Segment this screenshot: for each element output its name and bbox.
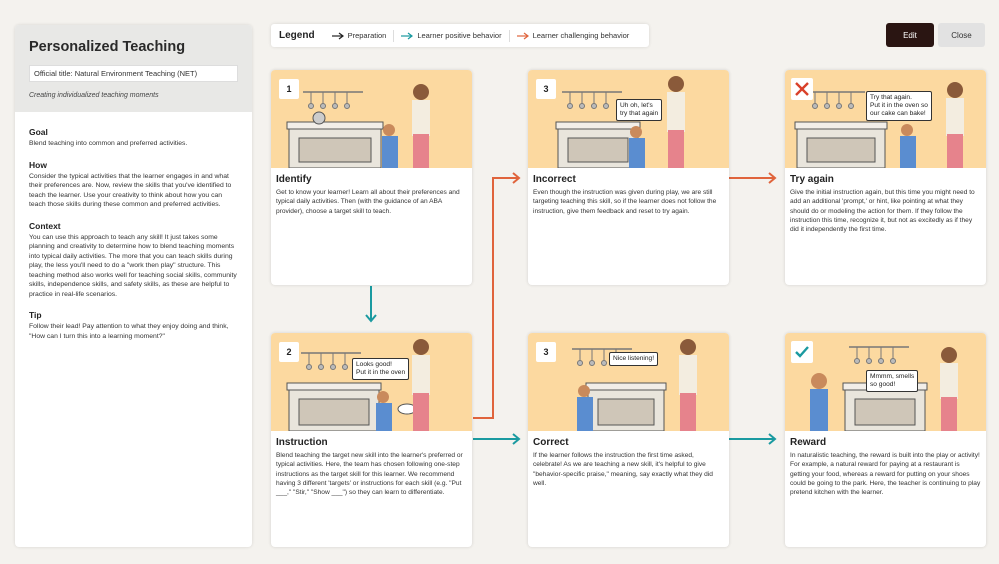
arrow-black-icon bbox=[331, 32, 344, 39]
card-reward[interactable]: Mmmm, smells so good! Reward In naturali… bbox=[785, 333, 986, 547]
sidebar-body: Goal Blend teaching into common and pref… bbox=[15, 112, 252, 341]
legend-item-challenging: Learner challenging behavior bbox=[510, 31, 637, 40]
kitchen-scene bbox=[572, 339, 697, 431]
card-title: Incorrect bbox=[533, 174, 576, 185]
goal-text: Blend teaching into common and preferred… bbox=[29, 140, 188, 147]
check-icon bbox=[791, 341, 813, 363]
step-number-badge: 3 bbox=[536, 79, 556, 99]
official-title: Official title: Natural Environment Teac… bbox=[29, 65, 238, 82]
step-number-badge: 3 bbox=[536, 342, 556, 362]
speech-bubble: Nice listening! bbox=[609, 352, 659, 366]
legend-divider bbox=[508, 29, 510, 42]
card-illustration: 1 bbox=[271, 70, 472, 168]
card-illustration: Try that again. Put it in the oven so ou… bbox=[785, 70, 986, 168]
card-try-again[interactable]: Try that again. Put it in the oven so ou… bbox=[785, 70, 986, 285]
arrow-instruction-incorrect bbox=[473, 177, 518, 419]
arrow-orange-icon bbox=[516, 32, 529, 39]
speech-bubble: Looks good! Put it in the oven bbox=[352, 358, 410, 380]
legend-divider bbox=[393, 29, 395, 42]
goal-heading: Goal bbox=[29, 127, 48, 137]
legend-item-preparation: Preparation bbox=[325, 31, 394, 40]
tip-heading: Tip bbox=[29, 310, 42, 321]
card-title: Correct bbox=[533, 437, 569, 448]
arrow-correct-reward-head bbox=[768, 433, 777, 445]
arrow-instruction-incorrect-head bbox=[512, 172, 521, 184]
card-text: Blend teaching the target new skill into… bbox=[276, 452, 463, 497]
arrow-instruction-correct-head bbox=[512, 433, 521, 445]
context-heading: Context bbox=[29, 220, 61, 231]
card-illustration: 3 Nice listening! bbox=[528, 333, 729, 431]
kitchen-scene bbox=[555, 76, 685, 168]
legend-label: Preparation bbox=[347, 31, 387, 40]
how-heading: How bbox=[29, 159, 47, 170]
card-text: Even though the instruction was given du… bbox=[533, 189, 717, 215]
legend-title: Legend bbox=[279, 30, 315, 41]
arrow-identify-instruction-head bbox=[365, 314, 377, 323]
card-illustration: 3 Uh oh, let's try that again bbox=[528, 70, 729, 168]
card-illustration: Mmmm, smells so good! bbox=[785, 333, 986, 431]
legend-item-positive: Learner positive behavior bbox=[394, 31, 508, 40]
arrow-teal-icon bbox=[401, 32, 414, 39]
context-text: You can use this approach to teach any s… bbox=[29, 233, 237, 298]
speech-bubble: Mmmm, smells so good! bbox=[866, 370, 919, 392]
card-title: Reward bbox=[790, 437, 827, 448]
page-title: Personalized Teaching bbox=[29, 39, 186, 55]
card-text: Give the initial instruction again, but … bbox=[790, 189, 975, 234]
legend-label: Learner challenging behavior bbox=[532, 31, 630, 40]
card-incorrect[interactable]: 3 Uh oh, let's try that again Incorrect … bbox=[528, 70, 729, 285]
sidebar-subtitle: Creating individualized teaching moments bbox=[29, 92, 159, 99]
card-identify[interactable]: 1 Identify Get to know your learner! Lea… bbox=[271, 70, 472, 285]
card-text: Get to know your learner! Learn all abou… bbox=[276, 189, 460, 215]
speech-bubble: Try that again. Put it in the oven so ou… bbox=[866, 91, 932, 121]
arrow-incorrect-tryagain-head bbox=[768, 172, 777, 184]
cross-icon bbox=[791, 78, 813, 100]
card-correct[interactable]: 3 Nice listening! Correct If the learner… bbox=[528, 333, 729, 547]
card-text: If the learner follows the instruction t… bbox=[533, 452, 713, 488]
info-sidebar: Personalized Teaching Official title: Na… bbox=[15, 25, 252, 547]
kitchen-scene bbox=[794, 82, 964, 168]
card-title: Instruction bbox=[276, 437, 328, 448]
speech-bubble: Uh oh, let's try that again bbox=[616, 99, 663, 121]
tip-text: Follow their lead! Pay attention to what… bbox=[29, 323, 229, 340]
card-title: Try again bbox=[790, 174, 834, 185]
step-number-badge: 2 bbox=[279, 342, 299, 362]
kitchen-scene bbox=[286, 339, 430, 431]
card-title: Identify bbox=[276, 174, 312, 185]
kitchen-scene bbox=[810, 346, 958, 431]
card-illustration: 2 Looks good! Put it in the oven bbox=[271, 333, 472, 431]
close-button[interactable]: Close bbox=[938, 23, 985, 47]
legend-label: Learner positive behavior bbox=[417, 31, 502, 40]
card-instruction[interactable]: 2 Looks good! Put it in the oven Instruc… bbox=[271, 333, 472, 547]
sidebar-header: Personalized Teaching Official title: Na… bbox=[15, 25, 252, 112]
card-text: In naturalistic teaching, the reward is … bbox=[790, 452, 981, 497]
kitchen-scene bbox=[286, 84, 430, 168]
how-text: Consider the typical activities that the… bbox=[29, 172, 232, 209]
legend: Legend Preparation Learner positive beha… bbox=[271, 24, 649, 47]
step-number-badge: 1 bbox=[279, 79, 299, 99]
edit-button[interactable]: Edit bbox=[886, 23, 934, 47]
